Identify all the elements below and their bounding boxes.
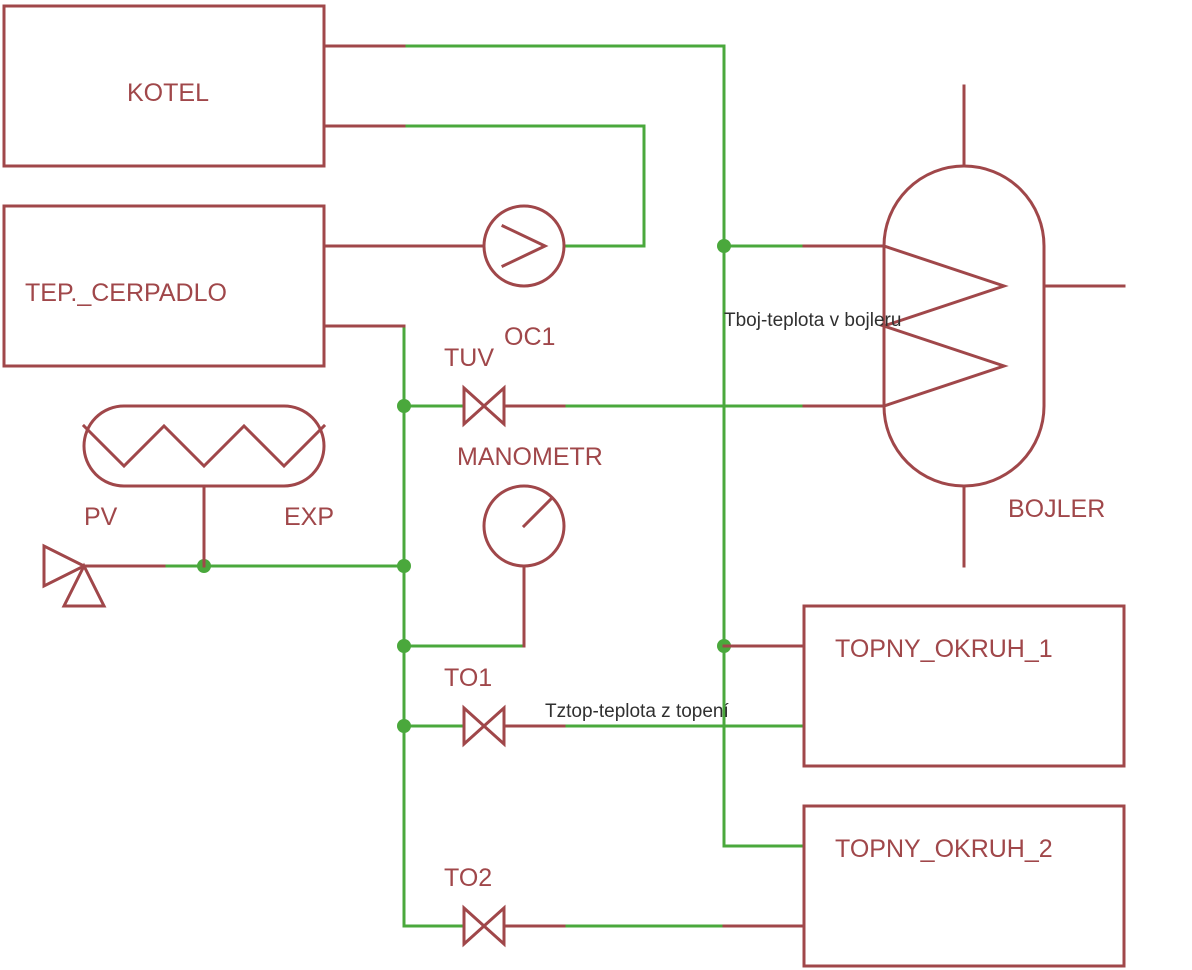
bojler-coil-icon xyxy=(802,244,1009,408)
bojler-tank-icon xyxy=(882,164,1046,488)
manometr-label: MANOMETR xyxy=(457,443,603,471)
wire-kotel-supply xyxy=(404,44,804,848)
valve-icon xyxy=(462,704,506,748)
topny-okruh-1-label: TOPNY_OKRUH_1 xyxy=(835,635,1053,663)
safety-valve-icon xyxy=(42,543,107,608)
exp-vessel-icon xyxy=(82,404,326,488)
bojler-pins xyxy=(962,84,1126,568)
exp-zigzag-icon xyxy=(81,423,327,469)
manometer: MANOMETR xyxy=(457,443,603,648)
topny-okruh-2-box xyxy=(802,804,1126,968)
pump-arrow-icon xyxy=(501,224,549,268)
valve-to1: TO1 xyxy=(444,664,566,748)
topny-okruh-1-block: TOPNY_OKRUH_1 xyxy=(722,604,1126,768)
kotel-label: KOTEL xyxy=(127,79,209,107)
valve-icon xyxy=(462,384,506,428)
pv-label: PV xyxy=(84,503,118,531)
pump-oc1: OC1 xyxy=(482,204,566,351)
tuv-label: TUV xyxy=(444,344,494,372)
oc1-label: OC1 xyxy=(504,323,555,351)
tep-cerpadlo-block: TEP._CERPADLO xyxy=(2,204,486,368)
safety-valve xyxy=(42,543,166,608)
junction-dot xyxy=(717,239,731,253)
valve-icon xyxy=(462,904,506,948)
bojler-block: BOJLER xyxy=(802,84,1126,568)
tep-cerpadlo-pins xyxy=(322,244,486,328)
tep-cerpadlo-box xyxy=(2,204,326,368)
junction-dot xyxy=(397,559,411,573)
topny-okruh-1-box xyxy=(802,604,1126,768)
to1-label: TO1 xyxy=(444,664,492,692)
to2-label: TO2 xyxy=(444,864,492,892)
expansion-vessel: PV EXP xyxy=(81,404,334,568)
wires xyxy=(164,44,804,928)
wire-cerpadlo-main xyxy=(402,326,464,928)
wire-kotel-return xyxy=(404,124,646,248)
kotel-box xyxy=(2,4,326,168)
exp-label: EXP xyxy=(284,503,334,531)
valve-tuv: TUV xyxy=(444,344,566,428)
topny-okruh-2-label: TOPNY_OKRUH_2 xyxy=(835,835,1053,863)
tztop-note: Tztop-teplota z topení xyxy=(545,701,729,722)
junction-dot xyxy=(397,639,411,653)
junction-dot xyxy=(397,719,411,733)
junction-dot xyxy=(397,399,411,413)
valve-to2: TO2 xyxy=(444,864,566,948)
tboj-note: Tboj-teplota v bojleru xyxy=(724,310,901,331)
kotel-pins xyxy=(322,44,406,128)
junctions xyxy=(197,239,731,733)
gauge-needle-icon xyxy=(521,495,555,529)
topny-okruh-2-block: TOPNY_OKRUH_2 xyxy=(722,804,1126,968)
kotel-block: KOTEL xyxy=(2,4,406,168)
tep-cerpadlo-label: TEP._CERPADLO xyxy=(25,279,227,307)
pump-icon xyxy=(482,204,566,288)
bojler-label: BOJLER xyxy=(1008,495,1105,523)
